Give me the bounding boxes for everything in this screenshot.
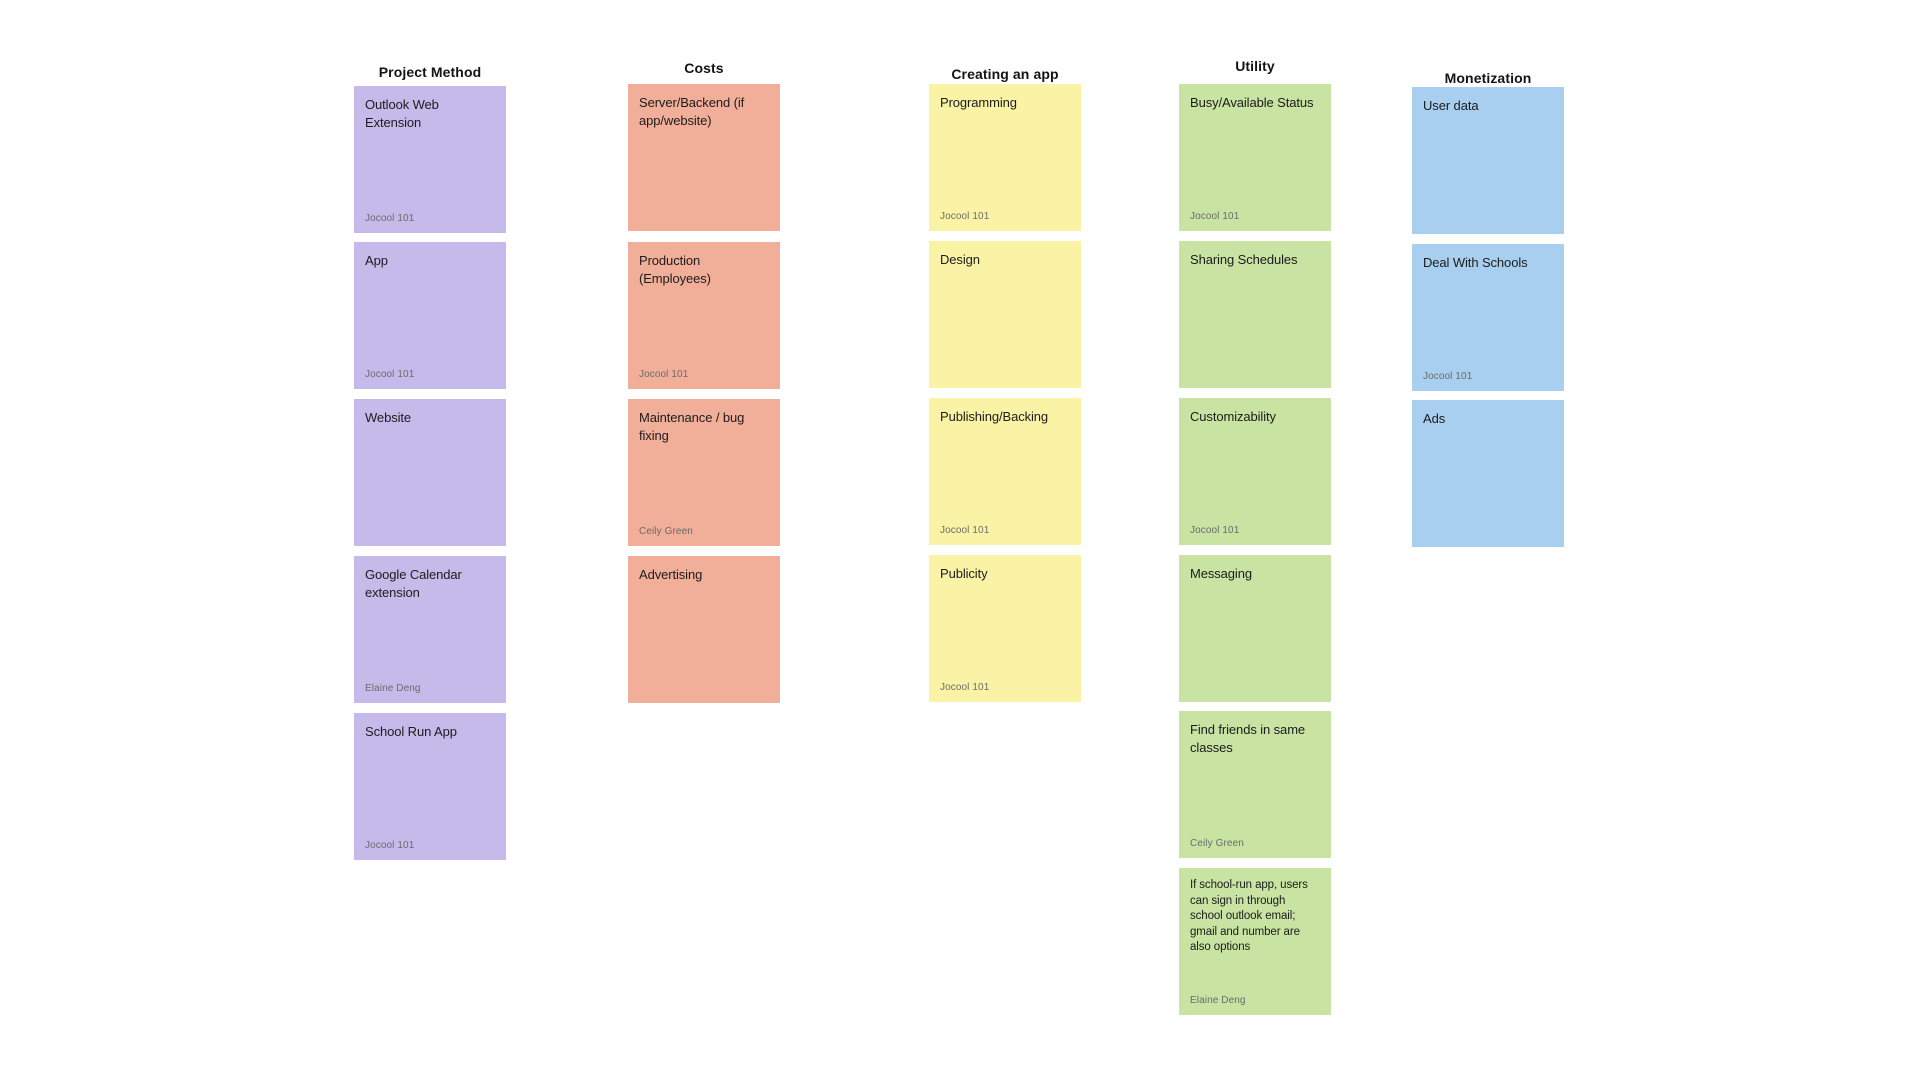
- note-text: Website: [365, 410, 412, 425]
- note-text: Maintenance / bug fixing: [639, 410, 745, 444]
- sticky-note-publishing-backing[interactable]: Publishing/Backing Jocool 101: [929, 398, 1081, 545]
- sticky-note-school-run-sign-in-options[interactable]: If school-run app, users can sign in thr…: [1179, 868, 1331, 1015]
- note-author: Jocool 101: [1423, 371, 1473, 382]
- sticky-note-publicity[interactable]: Publicity Jocool 101: [929, 555, 1081, 702]
- note-text: Production (Employees): [639, 253, 711, 287]
- sticky-note-sharing-schedules[interactable]: Sharing Schedules: [1179, 241, 1331, 388]
- note-text: User data: [1423, 98, 1479, 113]
- sticky-note-customizability[interactable]: Customizability Jocool 101: [1179, 398, 1331, 545]
- sticky-note-server-backend[interactable]: Server/Backend (if app/website): [628, 84, 780, 231]
- note-text: Publishing/Backing: [940, 409, 1049, 424]
- note-text: Ads: [1423, 411, 1446, 426]
- sticky-note-programming[interactable]: Programming Jocool 101: [929, 84, 1081, 231]
- sticky-note-design[interactable]: Design: [929, 241, 1081, 388]
- note-text: Find friends in same classes: [1190, 722, 1306, 756]
- note-text: Messaging: [1190, 566, 1252, 581]
- note-author: Jocool 101: [940, 211, 990, 222]
- sticky-note-outlook-web-extension[interactable]: Outlook Web Extension Jocool 101: [354, 86, 506, 233]
- note-author: Jocool 101: [940, 682, 990, 693]
- sticky-note-website[interactable]: Website: [354, 399, 506, 546]
- sticky-note-maintenance-bug-fixing[interactable]: Maintenance / bug fixing Ceily Green: [628, 399, 780, 546]
- column-title-utility[interactable]: Utility: [1235, 58, 1275, 74]
- note-text: Outlook Web Extension: [365, 97, 439, 131]
- column-title-monetization[interactable]: Monetization: [1444, 70, 1532, 86]
- sticky-note-production-employees[interactable]: Production (Employees) Jocool 101: [628, 242, 780, 389]
- note-text: Publicity: [940, 566, 988, 581]
- note-text: Programming: [940, 95, 1017, 110]
- note-author: Elaine Deng: [1190, 995, 1246, 1006]
- note-author: Jocool 101: [365, 840, 415, 851]
- note-text: Advertising: [639, 567, 703, 582]
- note-text: Server/Backend (if app/website): [639, 95, 745, 129]
- note-author: Jocool 101: [365, 213, 415, 224]
- note-author: Jocool 101: [940, 525, 990, 536]
- note-text: If school-run app, users can sign in thr…: [1190, 879, 1308, 954]
- note-author: Jocool 101: [639, 369, 689, 380]
- note-text: Customizability: [1190, 409, 1276, 424]
- note-author: Jocool 101: [1190, 211, 1240, 222]
- sticky-note-advertising[interactable]: Advertising: [628, 556, 780, 703]
- sticky-note-deal-with-schools[interactable]: Deal With Schools Jocool 101: [1412, 244, 1564, 391]
- note-text: App: [365, 253, 388, 268]
- column-title-project-method[interactable]: Project Method: [378, 64, 482, 80]
- sticky-note-user-data[interactable]: User data: [1412, 87, 1564, 234]
- note-text: Busy/Available Status: [1190, 95, 1314, 110]
- note-text: Google Calendar extension: [365, 567, 462, 601]
- note-text: School Run App: [365, 724, 457, 739]
- note-author: Jocool 101: [365, 369, 415, 380]
- column-title-costs[interactable]: Costs: [684, 60, 724, 76]
- note-text: Deal With Schools: [1423, 255, 1528, 270]
- note-text: Sharing Schedules: [1190, 252, 1298, 267]
- note-author: Ceily Green: [639, 526, 693, 537]
- sticky-note-messaging[interactable]: Messaging: [1179, 555, 1331, 702]
- sticky-note-ads[interactable]: Ads: [1412, 400, 1564, 547]
- sticky-note-find-friends-in-same-classes[interactable]: Find friends in same classes Ceily Green: [1179, 711, 1331, 858]
- column-title-creating-an-app[interactable]: Creating an app: [951, 66, 1059, 82]
- sticky-note-busy-available-status[interactable]: Busy/Available Status Jocool 101: [1179, 84, 1331, 231]
- note-author: Jocool 101: [1190, 525, 1240, 536]
- sticky-note-google-calendar-extension[interactable]: Google Calendar extension Elaine Deng: [354, 556, 506, 703]
- sticky-note-school-run-app[interactable]: School Run App Jocool 101: [354, 713, 506, 860]
- sticky-note-app[interactable]: App Jocool 101: [354, 242, 506, 389]
- note-text: Design: [940, 252, 980, 267]
- note-author: Elaine Deng: [365, 683, 421, 694]
- note-author: Ceily Green: [1190, 838, 1244, 849]
